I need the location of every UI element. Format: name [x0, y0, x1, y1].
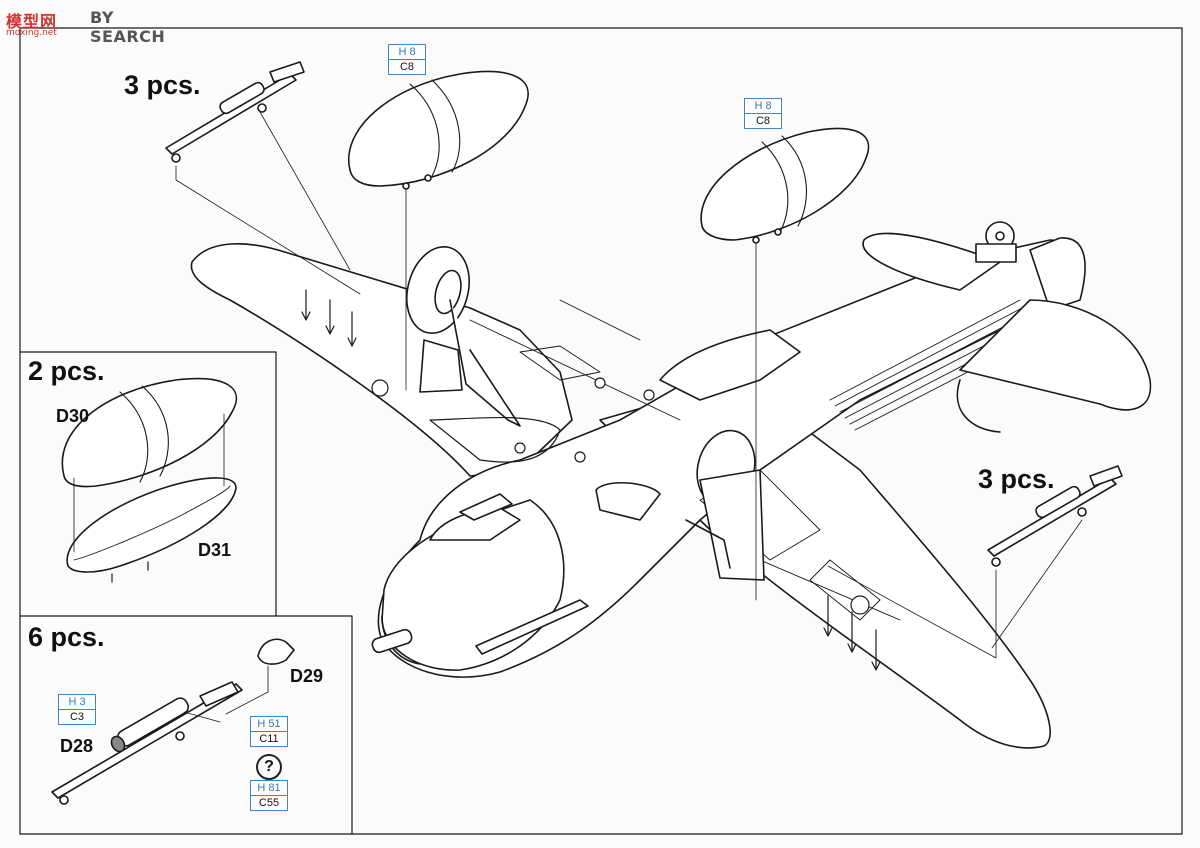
paint-ref-c: C8 [755, 115, 771, 127]
propeller-shaft [371, 628, 413, 654]
paint-ref-rocket-d28: H 3 C3 [58, 694, 96, 725]
paint-ref-rocket-optional: H 81 C55 [250, 780, 288, 811]
right-stabilizer [959, 299, 1152, 411]
left-gear-door [419, 339, 463, 393]
canopy [659, 329, 801, 401]
page-frame [19, 27, 1183, 835]
paint-ref-h: H 8 [745, 99, 781, 114]
paint-ref-rocket-d29: H 51 C11 [250, 716, 288, 747]
part-label-d31: D31 [198, 540, 232, 560]
question-icon: ? [256, 754, 282, 780]
watermark: 模型网 moxing.net BY SEARCH [4, 4, 174, 46]
inset-box-tanks [19, 351, 277, 617]
watermark-logo: 模型网 [6, 12, 58, 31]
assembly-lines [175, 111, 1083, 659]
paint-ref-h: H 3 [59, 695, 95, 710]
paint-ref-c: C8 [399, 61, 415, 73]
paint-ref-tank-right: H 8 C8 [744, 98, 782, 129]
exhaust-stack [475, 599, 589, 655]
left-gear-leg [449, 299, 521, 427]
tank-halves-inset [61, 377, 238, 583]
quantity-label-tanks: 2 pcs. [28, 356, 105, 386]
paint-ref-h: H 81 [251, 781, 287, 796]
quantity-label-rockets: 6 pcs. [28, 622, 105, 652]
quantity-label-rails-right: 3 pcs. [978, 464, 1055, 494]
rudder-lower [956, 379, 1001, 433]
part-label-d30: D30 [56, 406, 90, 426]
left-stabilizer [862, 232, 1001, 291]
drop-tank-right [700, 127, 870, 244]
paint-ref-h: H 8 [389, 45, 425, 60]
rocket-rail-left [165, 61, 305, 163]
watermark-logo-sub: moxing.net [6, 28, 57, 38]
rocket-rail-right [987, 465, 1123, 567]
watermark-text: BY SEARCH [90, 8, 166, 46]
aircraft [190, 221, 1152, 749]
right-gear-door [699, 469, 765, 581]
left-wing [190, 243, 573, 477]
part-label-d29: D29 [290, 666, 324, 686]
paint-ref-c: C11 [259, 733, 279, 745]
inset-box-rockets [19, 615, 353, 835]
rocket-fins-d29 [257, 638, 295, 665]
paint-ref-c: C55 [258, 797, 280, 809]
paint-ref-c: C3 [69, 711, 85, 723]
paint-ref-tank-left: H 8 C8 [388, 44, 426, 75]
rocket-inset [51, 638, 295, 805]
quantity-label-rails-left: 3 pcs. [124, 70, 201, 100]
vertical-fin [1029, 237, 1086, 311]
drop-tank-left [347, 70, 529, 190]
paint-ref-h: H 51 [251, 717, 287, 732]
part-label-d28: D28 [60, 736, 94, 756]
